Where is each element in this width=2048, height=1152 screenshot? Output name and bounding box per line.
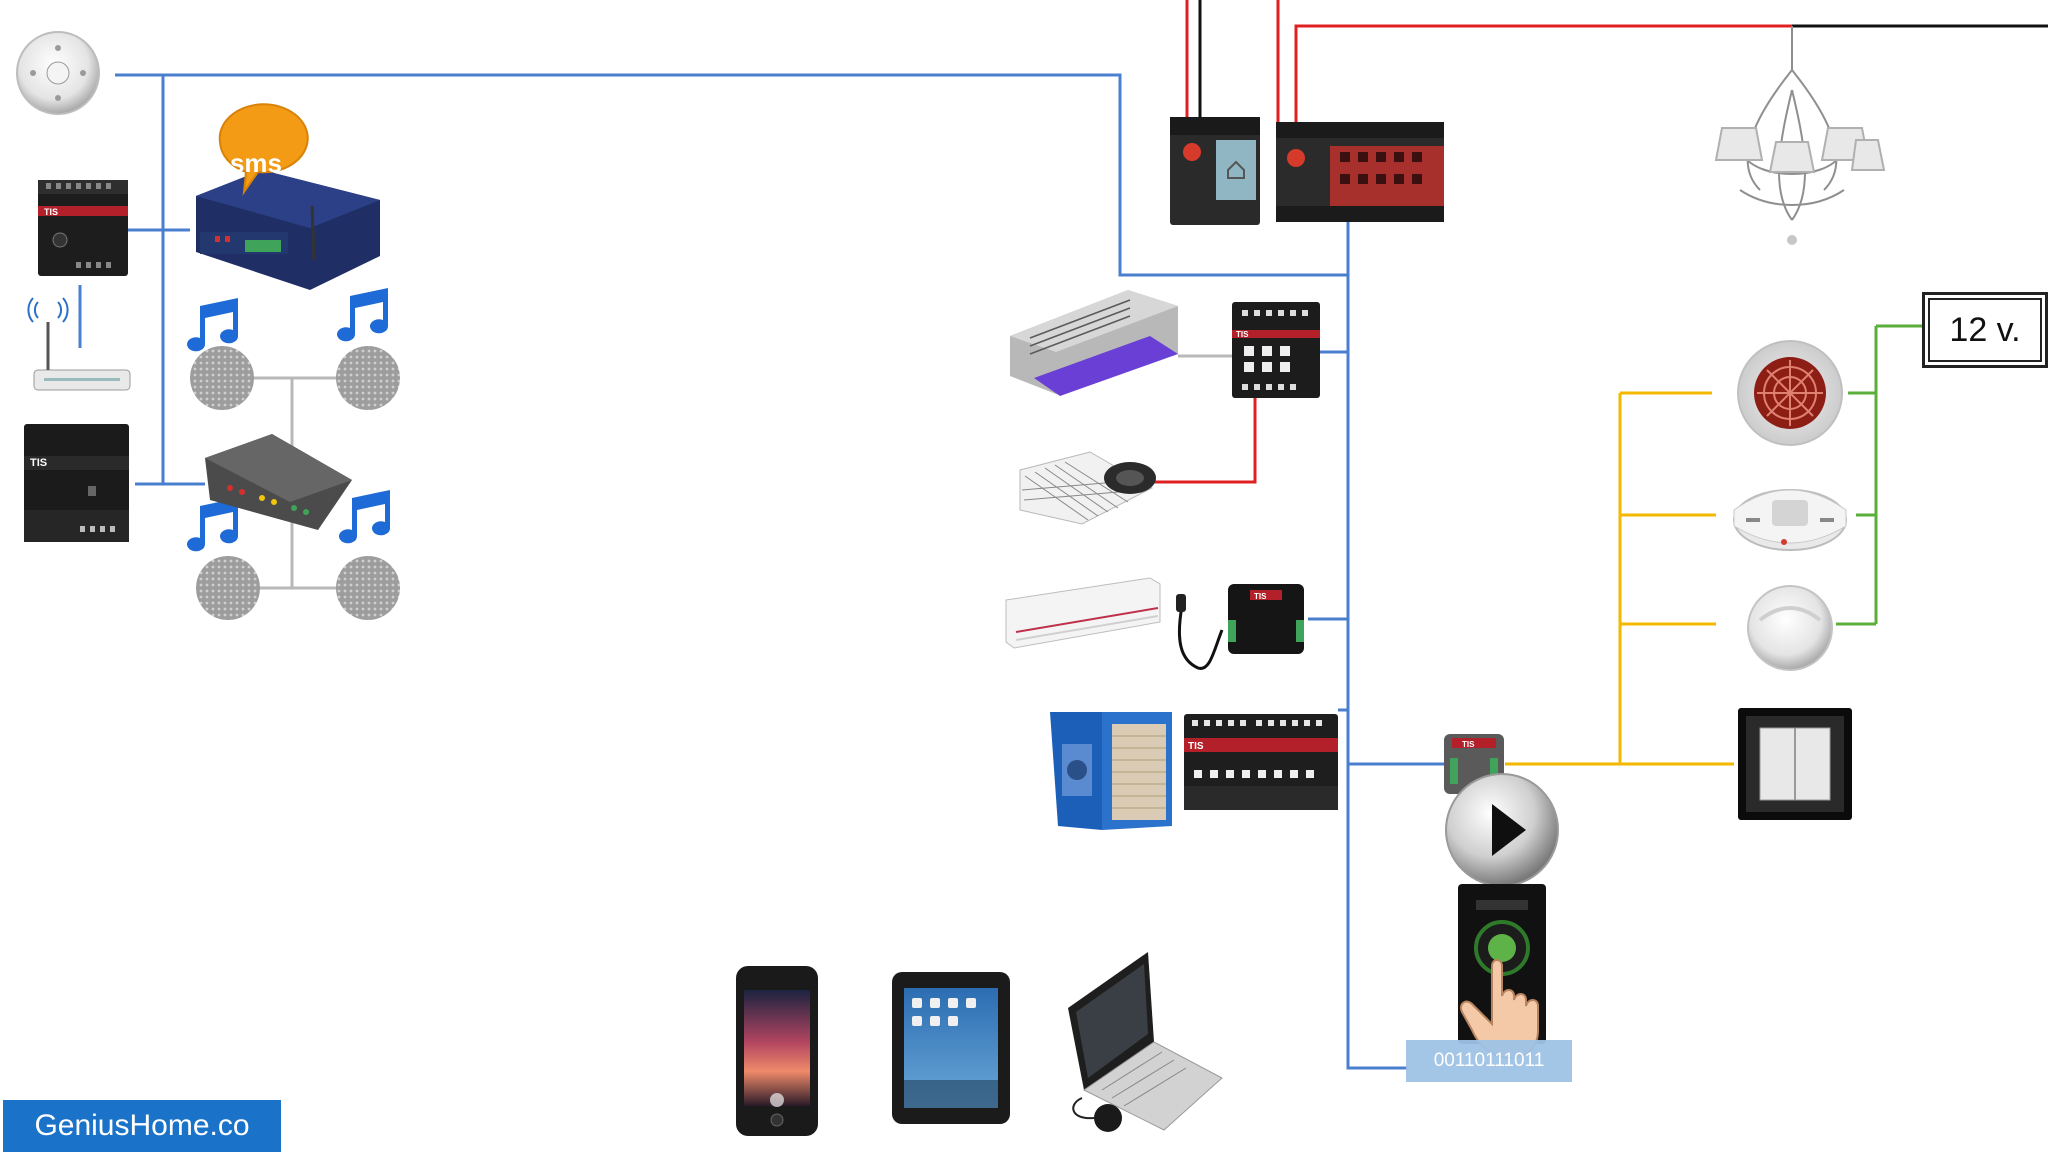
binary-code-label: 00110111011 [1406, 1040, 1572, 1082]
motion-sensor-icon [16, 31, 100, 115]
power-supply-icon [1170, 117, 1260, 225]
voltage-label: 12 v. [1922, 292, 2048, 368]
svg-text:TIS: TIS [30, 457, 47, 469]
svg-text:TIS: TIS [1188, 741, 1204, 752]
power-wiring [1150, 0, 2048, 484]
relay-module-icon [1276, 122, 1444, 222]
ir-module-icon: TIS [1176, 584, 1304, 670]
sms-badge-label: sms [230, 148, 282, 178]
speaker-icon [190, 346, 400, 620]
din-module-icon: TIS [1232, 302, 1320, 398]
split-ac-icon [1005, 577, 1161, 649]
touch-panel-icon [1458, 884, 1546, 1060]
power-red-relay-b [1294, 24, 1792, 122]
heat-detector-icon [1737, 340, 1843, 446]
svg-text:TIS: TIS [1236, 330, 1249, 339]
music-note-icon [187, 288, 391, 552]
laptop-icon [1068, 952, 1223, 1132]
brand-badge[interactable]: GeniusHome.co [3, 1100, 281, 1152]
sms-gateway-icon: sms [196, 103, 380, 290]
svg-text:TIS: TIS [1462, 740, 1475, 749]
relay-bank-icon: TIS [1184, 714, 1338, 810]
din-module-icon: TIS [38, 180, 128, 276]
router-icon [27, 297, 131, 391]
cooler-icon [1050, 712, 1172, 830]
svg-text:TIS: TIS [44, 207, 58, 217]
floor-heating-icon [1019, 451, 1156, 525]
fan-coil-icon [1010, 290, 1178, 396]
hand-pointer-icon [1460, 959, 1539, 1060]
chandelier-icon [1714, 26, 1886, 245]
svg-text:TIS: TIS [1254, 592, 1267, 601]
smoke-detector-icon [1733, 489, 1847, 551]
amplifier-icon [205, 434, 352, 530]
play-icon [1445, 773, 1559, 887]
pir-sensor-icon [1747, 585, 1833, 671]
smartphone-icon [736, 966, 818, 1136]
dc-wiring [1836, 324, 1922, 626]
power-red-floor-heating [1150, 398, 1257, 484]
bus-line-top [115, 73, 1348, 277]
wall-switch-icon [1738, 708, 1852, 820]
bus-wiring [78, 73, 1444, 1070]
sensor-wiring [1505, 391, 1734, 766]
din-module-icon: TIS [24, 424, 129, 542]
bus-main-trunk [1346, 222, 1408, 1070]
tablet-icon [892, 972, 1010, 1124]
